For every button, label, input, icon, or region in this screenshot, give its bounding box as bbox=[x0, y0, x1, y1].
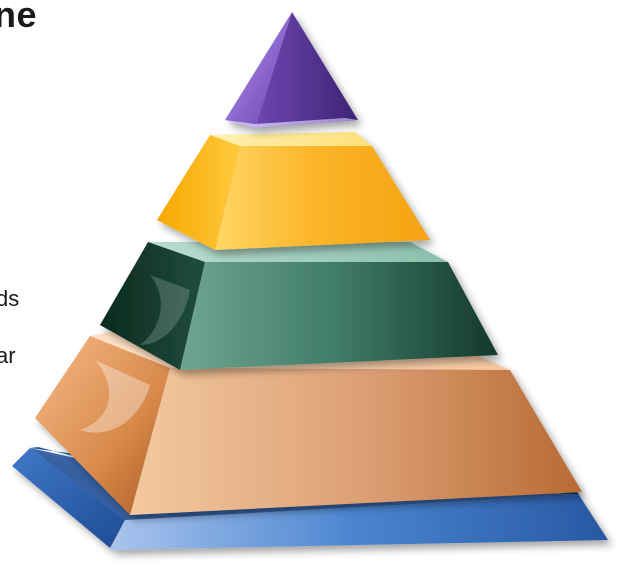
tier-4-front-face bbox=[130, 368, 582, 515]
pyramid-tier-3 bbox=[100, 242, 498, 370]
pyramid-tier-top bbox=[225, 12, 358, 128]
tier-3-front-face bbox=[180, 262, 498, 370]
tier-2-top-face bbox=[210, 132, 372, 146]
tier-2-front-face bbox=[215, 146, 430, 250]
pyramid-tier-2 bbox=[157, 132, 430, 250]
